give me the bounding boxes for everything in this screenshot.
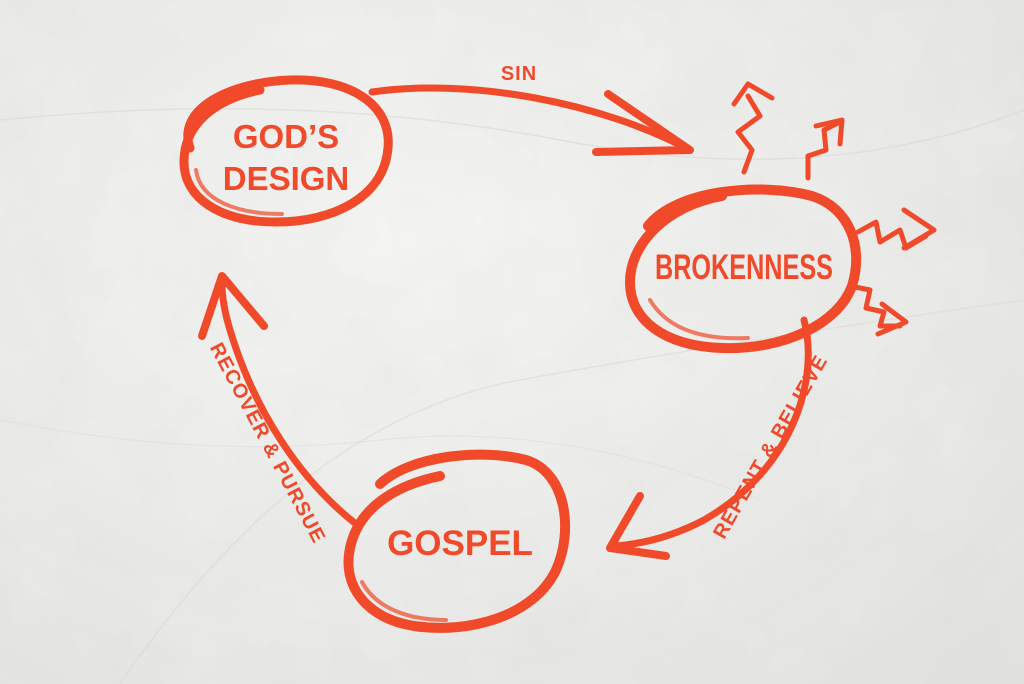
edge-label-sin: SIN bbox=[501, 63, 537, 85]
node-brokenness: BROKENNESS bbox=[625, 81, 937, 354]
burst-arrow bbox=[855, 207, 937, 251]
node-circle bbox=[179, 75, 393, 227]
node-circle-trace bbox=[360, 580, 448, 622]
burst-arrow bbox=[805, 117, 845, 181]
node-gods-design: GOD’S DESIGN bbox=[179, 75, 393, 227]
arrow-shaft bbox=[612, 316, 812, 550]
burst-arrow bbox=[847, 283, 909, 337]
node-label-line1: GOD’S bbox=[233, 118, 339, 155]
node-label: BROKENNESS bbox=[655, 248, 833, 287]
node-gospel: GOSPEL bbox=[343, 449, 571, 633]
paper-crease bbox=[0, 108, 1024, 160]
node-label: GOSPEL bbox=[387, 524, 533, 563]
node-circle bbox=[625, 184, 862, 354]
arrow-head bbox=[592, 90, 694, 156]
arrow-shaft bbox=[368, 84, 694, 154]
paper-crease bbox=[0, 419, 761, 501]
node-circle-trace bbox=[194, 168, 284, 216]
paper-crease bbox=[119, 299, 1024, 684]
node-circle bbox=[343, 449, 571, 633]
node-circle-trace bbox=[648, 298, 750, 341]
edge-sin: SIN bbox=[368, 63, 694, 156]
arrow-head bbox=[606, 492, 670, 560]
arrow-shaft bbox=[218, 280, 360, 528]
node-label-line2: DESIGN bbox=[223, 160, 350, 197]
arrow-head bbox=[198, 272, 268, 340]
burst-arrow bbox=[731, 81, 775, 175]
